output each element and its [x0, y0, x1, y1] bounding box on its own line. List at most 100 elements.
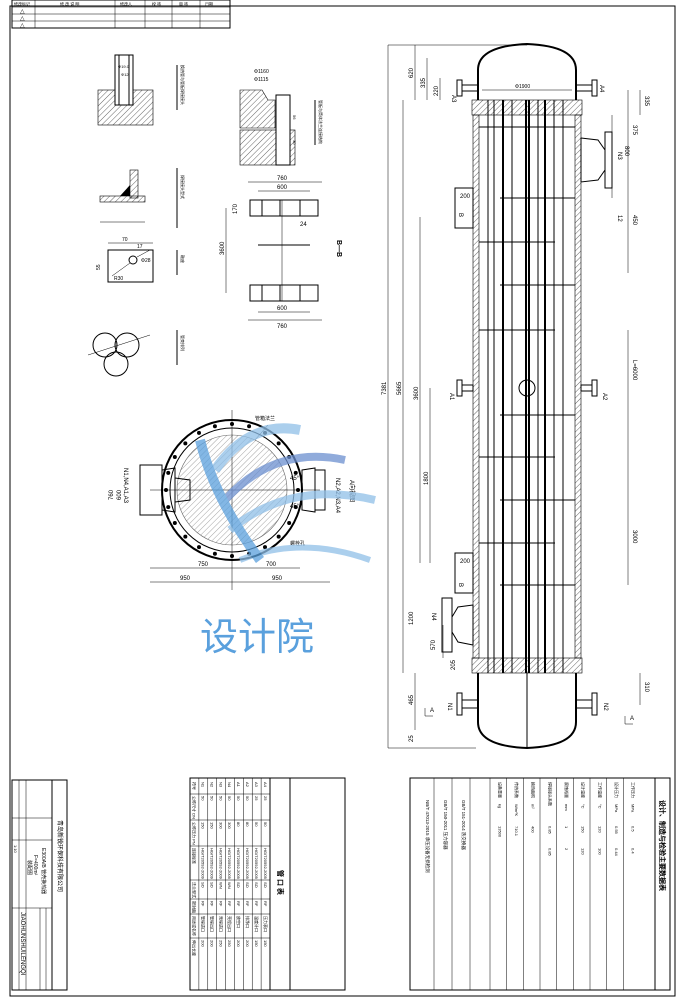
- design-table-cell: °C: [581, 804, 586, 809]
- nozzle-table-cell: N4: [227, 782, 232, 788]
- nozzle-table-cell: 排净口: [245, 916, 251, 928]
- section-label-left: N1,N4,A1,A3: [122, 468, 128, 504]
- nozzle-table-cell: 压力表口: [263, 916, 269, 932]
- area-label: F=400m²: [32, 855, 38, 875]
- nozzle-label: A3: [450, 95, 456, 103]
- design-table-cell: 换热面积: [531, 782, 537, 798]
- bb-dim: 600: [277, 185, 288, 191]
- nozzle-table-cell: 管程出口: [209, 916, 215, 932]
- nozzle-table-cell: RF: [236, 901, 241, 907]
- nozzle-table-cell: 300: [227, 822, 232, 829]
- nozzle-table-cell: RF: [218, 901, 223, 907]
- watermark-text: 设计院: [200, 615, 314, 659]
- nozzle-table-header: 连接标准: [192, 848, 198, 864]
- nozzle-table-cell: 150: [209, 822, 214, 829]
- nozzle-a4: A4: [575, 79, 604, 97]
- bb-dim: 24: [300, 222, 307, 228]
- rev-mark: △: [20, 16, 25, 22]
- section-b-b: 760 600 3600 600 760 24 170 B—B: [220, 176, 342, 330]
- detail-title: 鞍座: [180, 255, 186, 263]
- bolt-hole: [247, 424, 252, 429]
- section-view-label: A向视图: [348, 480, 356, 502]
- bolt-hole: [293, 505, 298, 510]
- bolt-hole: [172, 455, 177, 459]
- nozzle-n1: N1: [446, 692, 479, 716]
- design-table-cell: 设计压力: [614, 782, 620, 798]
- detail-flange-bolt: Φ1160 Φ1115 56 30 管板与筒体法兰连接结构: [239, 69, 324, 166]
- bolt-hole: [276, 534, 281, 539]
- dim-lower-nozzle: 310: [643, 682, 649, 693]
- dim-n4: 1200: [409, 611, 415, 625]
- dim-baffle-span: 1800: [424, 471, 430, 485]
- dim-support-width: 200: [460, 559, 471, 565]
- detail-dim: Φ1115: [254, 77, 269, 83]
- nozzle-table-cell: 管程进口: [201, 916, 207, 932]
- detail-dim: 17: [137, 244, 143, 250]
- detail-dim: Φ12: [121, 72, 129, 77]
- nozzle-table-cell: SO: [254, 882, 259, 888]
- callout: 螺栓孔: [290, 540, 305, 547]
- design-table-title: 设计、制造与检验主要数据表: [658, 800, 667, 892]
- nozzle-n4: N4: [430, 597, 474, 653]
- rev-header: 日期: [205, 1, 213, 7]
- design-table-cell: 0.85: [547, 848, 552, 857]
- nozzle-table-cell: HG/T20592-2009: [236, 848, 241, 880]
- nozzle-table-cell: 50: [254, 822, 259, 827]
- dim-bottom: 25: [409, 735, 415, 742]
- nozzle-table-cell: RF: [209, 901, 214, 907]
- nozzle-table-title: 管 口 表: [276, 870, 285, 896]
- nozzle-table-cell: 200: [209, 940, 214, 947]
- design-table-cell: 13500: [497, 826, 502, 838]
- nozzle-n2: N2: [575, 692, 608, 716]
- standard-item: NB/T 47013-2015 承压设备无损检测: [424, 800, 431, 873]
- bolt-hole: [197, 430, 201, 435]
- nozzle-table-cell: 50: [218, 796, 223, 801]
- drawing-type: 装配图: [26, 860, 33, 875]
- detail-title: 焊接接头型式: [180, 175, 186, 199]
- design-table-cell: 0.85: [547, 826, 552, 835]
- bolt-hole: [164, 488, 168, 492]
- rev-mark: △: [20, 23, 25, 29]
- bb-dim: 760: [277, 324, 288, 330]
- rev-header: 审 核: [179, 1, 188, 7]
- nozzle-table-cell: RF: [245, 901, 250, 907]
- nozzle-table-header: 伸出长度: [192, 940, 198, 956]
- nozzle-table-header: 公称压力 PN: [192, 822, 198, 845]
- nozzle-table-cell: N1: [201, 782, 206, 788]
- rev-header: 修 改 说 明: [60, 1, 79, 7]
- title-block: 青岛新锐环保科技有限公司 E300A/B 管壳换热器 F=400m² 装配图 J…: [11, 779, 68, 991]
- dim-shell: 5665: [397, 381, 403, 395]
- bolt-hole: [230, 422, 234, 426]
- nozzle-table-cell: A4: [263, 782, 268, 788]
- standard-item: GB/T 151-2014 热交换器: [460, 800, 467, 850]
- dim-n4-offset: 570: [431, 639, 437, 650]
- dim-700: 700: [266, 562, 277, 568]
- detail-title: 管板与筒体法兰连接结构: [318, 100, 324, 144]
- dim-support-top: 450: [631, 215, 637, 226]
- nozzle-a1: A1: [448, 379, 474, 401]
- section-bb-label: B—B: [335, 240, 342, 257]
- nozzle-table-cell: 200: [201, 940, 206, 947]
- support-upper: B: [454, 187, 474, 229]
- nozzle-a3: A3: [450, 79, 479, 103]
- bb-dim: 170: [233, 203, 239, 214]
- nozzle-table-cell: 壳程出口: [227, 916, 233, 932]
- nozzle-label: N2: [602, 703, 608, 711]
- nozzle-table-cell: SO: [245, 882, 250, 888]
- nozzle-table-cell: 50: [236, 796, 241, 801]
- drawing-number: JIAOHUNSHUILENGQI: [19, 912, 25, 976]
- dim-950: 950: [272, 576, 283, 582]
- head-diameter-label: Φ1900: [515, 84, 530, 90]
- nozzle-table-header: 密封面: [192, 901, 198, 913]
- top-head: [477, 42, 577, 100]
- nozzle-table-cell: 150: [263, 940, 268, 947]
- baffles: [479, 126, 575, 586]
- detail-dim-hole: Φ28: [141, 258, 151, 264]
- bolt-hole: [230, 554, 234, 558]
- bolt-hole: [293, 470, 298, 475]
- nozzle-table-cell: 50: [201, 796, 206, 801]
- nozzle-table-header: 法兰型式: [192, 882, 198, 898]
- rev-header: 修改标记: [14, 1, 30, 7]
- bolt-hole: [172, 521, 177, 525]
- nozzle-table-cell: 放空口: [236, 916, 242, 928]
